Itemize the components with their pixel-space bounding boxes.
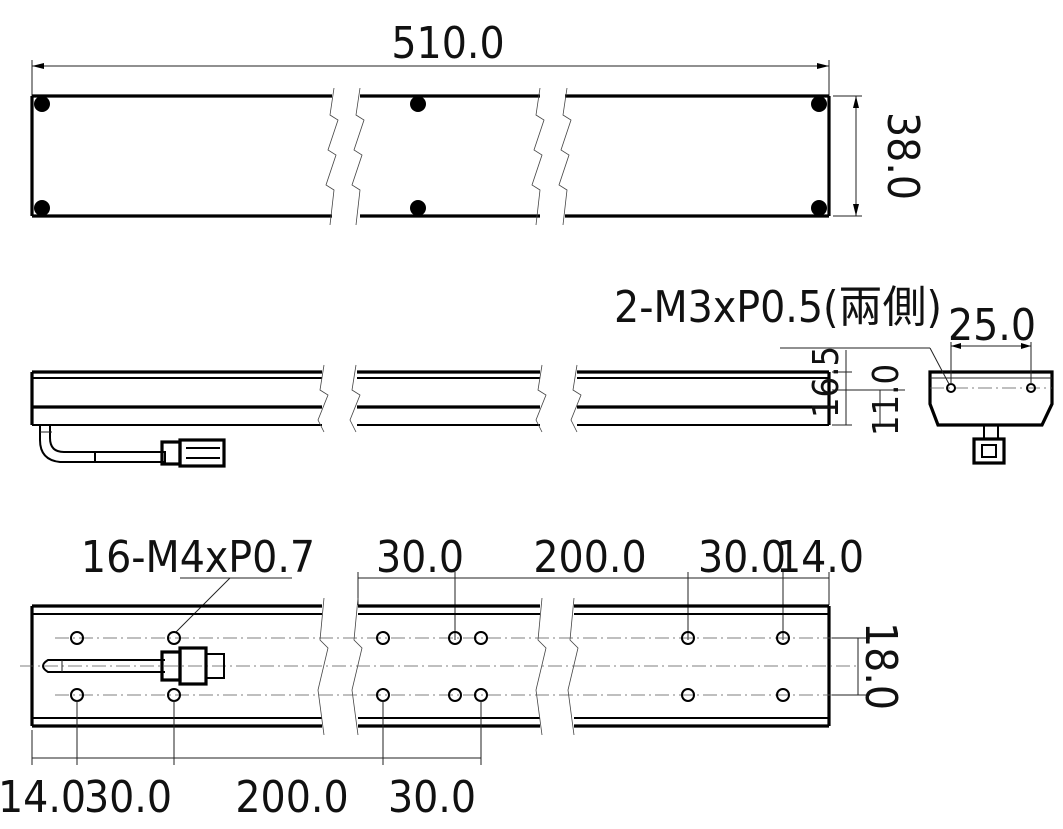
bottom-dim-3: 200.0 (235, 772, 348, 823)
bottom-view: 30.0 200.0 30.0 14.0 16-M4xP0.7 (0, 532, 906, 823)
overall-length-label: 510.0 (391, 18, 504, 69)
mount-hole (811, 200, 827, 216)
bottom-dim-2: 30.0 (84, 772, 172, 823)
top-view: 510.0 38.0 (30, 18, 928, 226)
side-thread-note: 2-M3xP0.5(兩側) (614, 282, 942, 333)
height-b-label: 11.0 (866, 364, 907, 436)
top-dim-1: 30.0 (376, 532, 464, 583)
hole-row (70, 631, 790, 702)
bottom-dim-4: 30.0 (388, 772, 476, 823)
top-dim-3: 30.0 (698, 532, 786, 583)
height-label: 38.0 (877, 112, 928, 200)
height-a-label: 16.5 (806, 346, 847, 418)
side-view: 16.5 11.0 25.0 2-M3xP0.5(兩側) (30, 282, 1054, 468)
width-label: 18.0 (855, 622, 906, 710)
end-width-label: 25.0 (948, 300, 1036, 351)
mount-hole (34, 96, 50, 112)
bottom-dim-1: 14.0 (0, 772, 86, 823)
mount-hole (410, 96, 426, 112)
top-dim-4: 14.0 (776, 532, 864, 583)
mount-hole (811, 96, 827, 112)
top-dim-2: 200.0 (533, 532, 646, 583)
mount-hole (34, 200, 50, 216)
bottom-thread-note: 16-M4xP0.7 (81, 532, 315, 583)
mount-hole (410, 200, 426, 216)
